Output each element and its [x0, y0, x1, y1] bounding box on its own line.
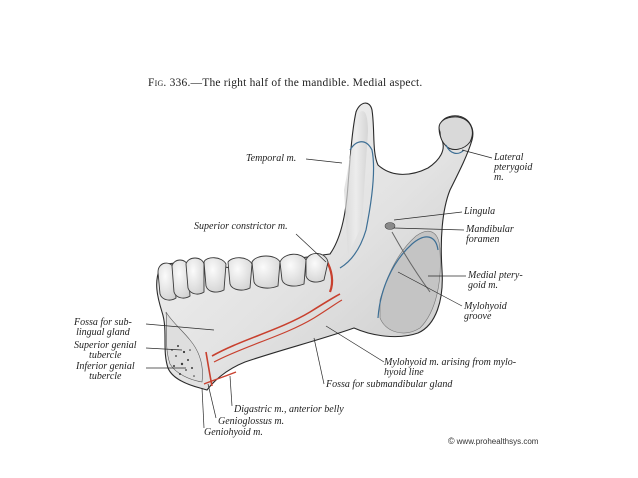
label-fossa-submandibular: Fossa for submandibular gland	[326, 379, 453, 390]
mylohyoid-line	[211, 293, 341, 357]
leader-mylohyoid-groove	[397, 271, 463, 307]
label-fossa-sublingual: Fossa for sub- lingual gland	[74, 317, 132, 338]
label-medial-pterygoid: Medial ptery- goid m.	[468, 270, 523, 291]
leader-lines	[145, 149, 493, 429]
tooth	[251, 255, 281, 289]
label-superior-genial: Superior genial tubercle	[74, 340, 137, 361]
teeth-row	[157, 253, 329, 301]
medial-pterygoid-attachment-line	[377, 236, 439, 319]
credit-line: ©www.prohealthsys.com	[448, 436, 538, 446]
label-mylohyoid-line: Mylohyoid m. arising from mylo- hyoid li…	[384, 357, 517, 378]
leader-superior-constrictor	[295, 233, 327, 263]
copyright-icon: ©	[448, 436, 455, 446]
leader-fossa-sublingual	[145, 323, 215, 331]
tooth	[185, 257, 205, 295]
mandibular-foramen	[384, 222, 396, 230]
label-mylohyoid-groove: Mylohyoid groove	[464, 301, 507, 322]
leader-digastric	[229, 375, 233, 407]
tooth	[279, 253, 307, 287]
mylohyoid-groove-line	[391, 231, 431, 293]
label-geniohyoid: Geniohyoid m.	[204, 427, 263, 438]
leader-temporal	[305, 158, 343, 164]
leader-fossa-submandibular	[313, 337, 325, 385]
condyle	[438, 116, 473, 150]
leader-geniohyoid	[201, 387, 205, 429]
temporal-attachment-line	[339, 141, 375, 269]
leader-mandibular-foramen	[393, 227, 465, 231]
credit-text: www.prohealthsys.com	[456, 437, 539, 446]
digastric-line	[203, 371, 237, 385]
tooth	[305, 253, 329, 283]
tooth	[157, 262, 177, 301]
label-lingula: Lingula	[464, 206, 496, 217]
label-genioglossus: Genioglossus m.	[218, 416, 285, 427]
label-lateral-pterygoid: Lateral pterygoid m.	[494, 152, 533, 183]
label-superior-constrictor: Superior constrictor m.	[194, 221, 288, 232]
figure-caption: Fig. 336.—The right half of the mandible…	[148, 77, 423, 89]
genial-stipple	[171, 345, 195, 377]
lateral-pterygoid-attachment-line	[445, 144, 465, 155]
tooth	[203, 257, 227, 293]
label-temporal: Temporal m.	[246, 153, 297, 164]
leader-genioglossus	[207, 383, 217, 419]
label-mandibular-foramen: Mandibular foramen	[466, 224, 514, 245]
geniohyoid-line	[205, 351, 213, 387]
tooth	[171, 259, 191, 299]
tooth	[227, 257, 253, 291]
leader-lateral-pterygoid	[461, 149, 493, 159]
ramus-shading	[344, 111, 368, 256]
symphysis-region	[165, 311, 203, 383]
label-digastric: Digastric m., anterior belly	[234, 404, 344, 415]
mylohyoid-line-lower	[213, 299, 343, 363]
leader-superior-genial	[145, 347, 183, 351]
leader-lingula	[393, 211, 463, 221]
leader-mylohyoid-line	[325, 325, 385, 363]
label-inferior-genial: Inferior genial tubercle	[76, 361, 135, 382]
